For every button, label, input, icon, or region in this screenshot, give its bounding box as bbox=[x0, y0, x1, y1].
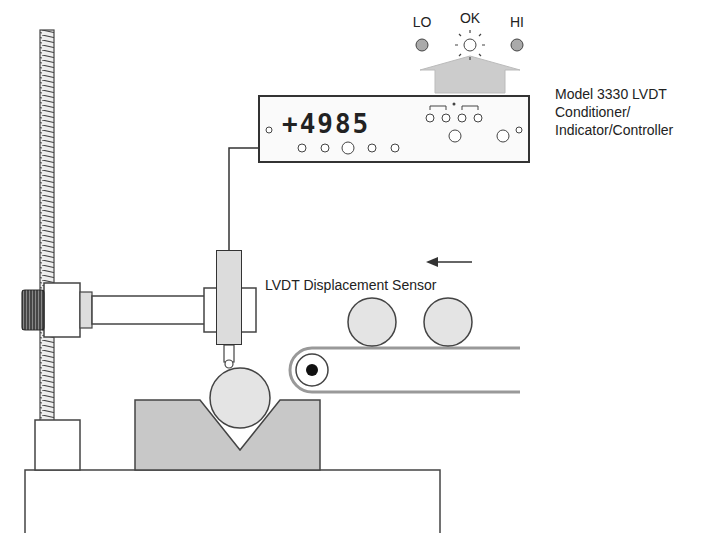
status-arrow bbox=[420, 56, 520, 93]
indicator-front-part bbox=[391, 144, 399, 152]
conveyor bbox=[290, 298, 520, 392]
indicator-front-part bbox=[258, 95, 530, 163]
clamp-block-part bbox=[22, 290, 44, 330]
status-lamps-part bbox=[455, 30, 485, 60]
direction-arrow-part bbox=[426, 257, 438, 267]
indicator-front-part bbox=[321, 144, 329, 152]
clamp-block-part bbox=[22, 290, 44, 330]
status-lamps-part bbox=[464, 39, 476, 51]
stand-column bbox=[35, 30, 80, 470]
sensor-label: LVDT Displacement Sensor bbox=[263, 277, 438, 293]
base-plate bbox=[25, 470, 440, 533]
indicator-front-part bbox=[426, 114, 434, 122]
direction-arrow bbox=[426, 257, 472, 267]
lamp-label: OK bbox=[460, 10, 480, 26]
clamp-block bbox=[22, 283, 92, 337]
arm-part bbox=[92, 296, 206, 324]
workpiece bbox=[210, 368, 270, 428]
lamp-label: HI bbox=[510, 14, 524, 30]
indicator-front-part bbox=[342, 142, 354, 154]
indicator-front-part bbox=[442, 114, 450, 122]
indicator-front-part bbox=[298, 144, 306, 152]
lamp-label: LO bbox=[413, 14, 432, 30]
base-plate-part bbox=[25, 470, 440, 533]
display-readout: +4985 bbox=[282, 109, 370, 139]
probe-part bbox=[225, 360, 233, 368]
indicator-front-part bbox=[368, 144, 376, 152]
stand-column-part bbox=[40, 30, 54, 422]
conveyor-part bbox=[306, 364, 318, 376]
sensor-cable bbox=[229, 148, 258, 250]
indicator-front bbox=[258, 95, 530, 163]
indicator-front-part bbox=[449, 130, 461, 142]
stand-column-part bbox=[35, 420, 80, 470]
conveyor-part bbox=[348, 298, 396, 346]
indicator-front-part bbox=[516, 127, 522, 133]
indicator-front-part bbox=[497, 130, 509, 142]
status-lamps-part bbox=[416, 39, 428, 51]
indicator-front-part bbox=[453, 103, 456, 106]
status-lamps-part bbox=[511, 39, 523, 51]
indicator-front-part bbox=[458, 114, 466, 122]
indicator-front-part bbox=[474, 114, 482, 122]
unit-label: Model 3330 LVDT Conditioner/ Indicator/C… bbox=[555, 85, 723, 139]
stand-column-part bbox=[40, 30, 54, 422]
lvdt-sensor: LVDT Displacement Sensor bbox=[216, 250, 242, 345]
direction-arrow-part bbox=[436, 261, 472, 263]
clamp-block-part bbox=[44, 283, 80, 337]
status-lamps bbox=[416, 30, 523, 60]
conveyor-part bbox=[424, 298, 472, 346]
conveyor-part bbox=[296, 354, 328, 386]
clamp-block-part bbox=[80, 292, 92, 328]
indicator-front-part bbox=[430, 106, 478, 110]
indicator-front-part bbox=[266, 127, 272, 133]
workpiece-part bbox=[210, 368, 270, 428]
conveyor-part bbox=[290, 348, 520, 392]
status-arrow-part bbox=[420, 56, 520, 93]
probe bbox=[224, 345, 234, 368]
indicator-unit: +4985Model 3330 LVDT Conditioner/ Indica… bbox=[258, 95, 530, 163]
